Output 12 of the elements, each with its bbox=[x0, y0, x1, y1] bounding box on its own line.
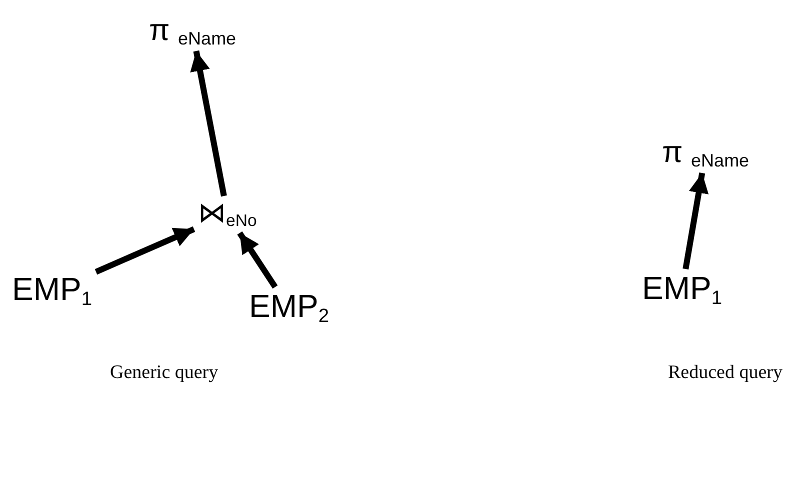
caption: Reduced query bbox=[668, 362, 782, 384]
relation-label: EMP$_{2}$ bbox=[249, 288, 330, 324]
relation-label: EMP$_{1}$ bbox=[12, 271, 92, 307]
arrow bbox=[94, 226, 196, 275]
caption: Generic query bbox=[110, 362, 218, 384]
arrow bbox=[237, 231, 278, 289]
relation-label: EMP$_{1}$ bbox=[642, 270, 722, 306]
relation-label: π $_{eName}$ bbox=[149, 14, 236, 47]
arrow bbox=[190, 50, 227, 197]
arrow bbox=[682, 172, 709, 270]
relation-label: ⋈$_{eNo}$ bbox=[198, 197, 257, 228]
relation-label: π $_{eName}$ bbox=[662, 136, 750, 169]
